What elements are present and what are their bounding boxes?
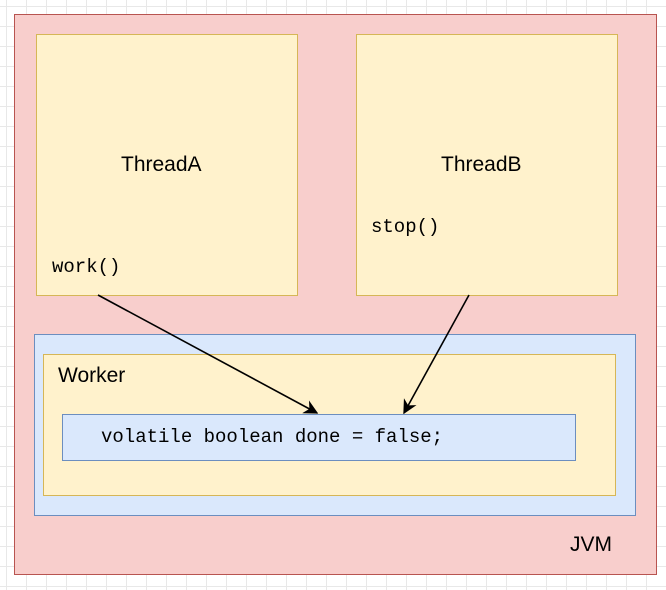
thread-b-box: ThreadB stop() — [356, 34, 618, 296]
worker-title: Worker — [58, 364, 126, 387]
done-field-text: volatile boolean done = false; — [101, 426, 444, 448]
thread-a-box: ThreadA work() — [36, 34, 298, 296]
thread-b-title: ThreadB — [441, 153, 522, 176]
jvm-label: JVM — [570, 533, 612, 556]
thread-a-title: ThreadA — [121, 153, 202, 176]
thread-b-method: stop() — [371, 216, 440, 238]
done-field-box: volatile boolean done = false; — [62, 414, 576, 461]
thread-a-method: work() — [52, 256, 121, 278]
